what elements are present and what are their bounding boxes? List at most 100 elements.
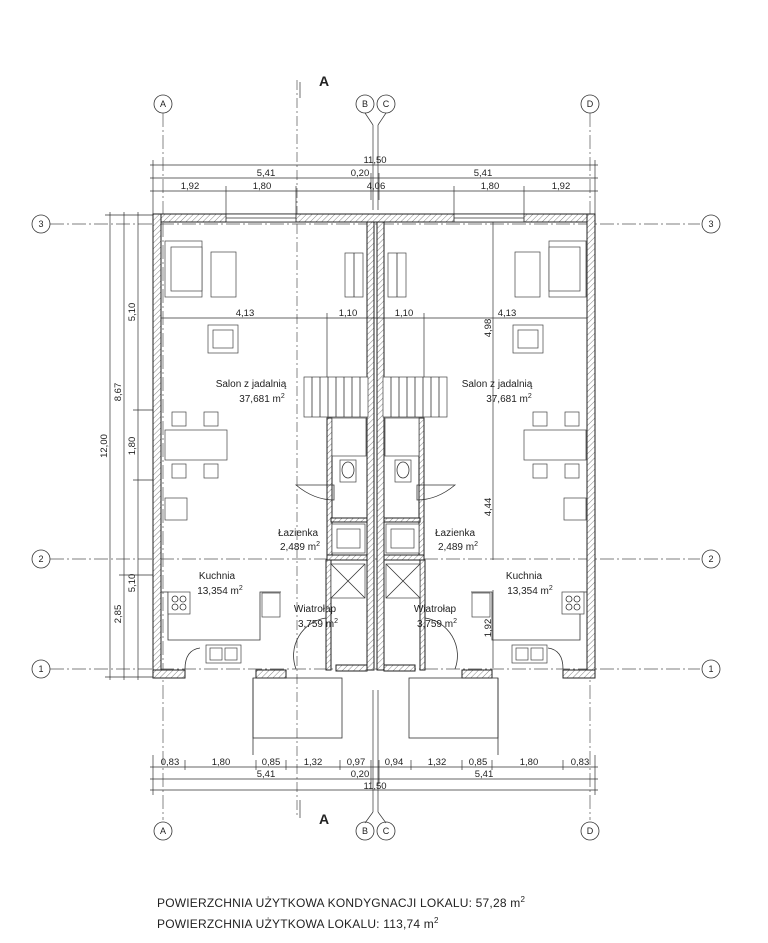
dim-seg: 1,92 xyxy=(181,181,200,192)
dim-middle-bottom: 0,20 xyxy=(351,769,370,780)
axis-label: C xyxy=(383,826,390,836)
axis-bubble-A-top: A xyxy=(153,94,173,114)
dim-inner: 4,13 xyxy=(236,308,255,319)
axis-bubble-3-left: 3 xyxy=(31,214,51,234)
dim-seg-bottom: 1,32 xyxy=(304,757,323,768)
dim-seg-bottom: 0,94 xyxy=(385,757,404,768)
dim-seg: 1,80 xyxy=(253,181,272,192)
axis-bubble-A-bottom: A xyxy=(153,821,173,841)
axis-bubble-B-top: B xyxy=(355,94,375,114)
dim-seg-bottom: 1,80 xyxy=(212,757,231,768)
axis-bubble-1-left: 1 xyxy=(31,659,51,679)
axis-label: 1 xyxy=(708,664,713,674)
axis-label: 2 xyxy=(708,554,713,564)
axis-label: B xyxy=(362,99,368,109)
dim-seg-bottom: 1,80 xyxy=(520,757,539,768)
room-name: Łazienka xyxy=(435,528,475,539)
room-label-left-bath: Łazienka 2,489 m2 xyxy=(278,528,320,553)
dim-seg-bottom: 0,83 xyxy=(161,757,180,768)
axis-bubble-2-left: 2 xyxy=(31,549,51,569)
room-label-left-kitchen: Kuchnia 13,354 m2 xyxy=(197,571,243,597)
dim-half-right-top: 5,41 xyxy=(474,168,493,179)
room-area: 13,354 m2 xyxy=(507,585,553,597)
dim-middle-top: 0,20 xyxy=(351,168,370,179)
axis-label: D xyxy=(587,826,594,836)
dim-seg-left: 5,10 xyxy=(127,303,138,322)
axis-label: A xyxy=(160,826,166,836)
entrance-canopy xyxy=(184,617,564,755)
section-mark-bottom: A xyxy=(319,811,329,827)
room-area: 37,681 m2 xyxy=(486,393,532,405)
room-name: Kuchnia xyxy=(506,571,543,582)
room-name: Salon z jadalnią xyxy=(462,379,533,390)
axis-label: 2 xyxy=(38,554,43,564)
usable-area-total: POWIERZCHNIA UŻYTKOWA LOKALU: 113,74 m2 xyxy=(157,916,439,931)
dim-mid-left: 8,67 xyxy=(113,383,124,402)
room-area: 3,759 m2 xyxy=(298,618,338,630)
room-label-left-vestibule: Wiatrołap 3,759 m2 xyxy=(294,604,338,630)
axis-label: C xyxy=(383,99,390,109)
axis-bubble-C-bottom: C xyxy=(376,821,396,841)
inner-dimensions: 4,13 1,10 1,10 4,13 4,98 4,44 1,92 xyxy=(161,222,587,668)
axis-bubble-3-right: 3 xyxy=(701,214,721,234)
axis-bubble-D-top: D xyxy=(580,94,600,114)
dim-inner: 1,10 xyxy=(339,308,358,319)
furniture-right xyxy=(382,240,587,664)
usable-area-floor: POWIERZCHNIA UŻYTKOWA KONDYGNACJI LOKALU… xyxy=(157,895,526,910)
dim-inner: 4,13 xyxy=(498,308,517,319)
room-name: Kuchnia xyxy=(199,571,236,582)
room-area: 2,489 m2 xyxy=(438,541,478,553)
furniture-left xyxy=(161,240,369,664)
room-name: Salon z jadalnią xyxy=(216,379,287,390)
left-dimension-chains: 12,00 8,67 5,10 1,80 5,10 2,85 xyxy=(99,212,153,680)
room-label-right-kitchen: Kuchnia 13,354 m2 xyxy=(506,571,553,597)
section-mark-top: A xyxy=(319,73,329,89)
dim-inner: 4,98 xyxy=(483,319,494,338)
axis-label: 3 xyxy=(38,219,43,229)
room-name: Wiatrołap xyxy=(414,604,457,615)
dim-seg-bottom: 0,85 xyxy=(262,757,281,768)
room-area: 13,354 m2 xyxy=(197,585,243,597)
dim-seg-left: 2,85 xyxy=(113,605,124,624)
dim-overall-bottom: 11,50 xyxy=(363,781,386,792)
dim-seg: 1,80 xyxy=(481,181,500,192)
dim-seg: 4,06 xyxy=(367,181,386,192)
axis-bubble-2-right: 2 xyxy=(701,549,721,569)
dim-seg: 1,92 xyxy=(552,181,571,192)
axis-label: 1 xyxy=(38,664,43,674)
axis-bubble-C-top: C xyxy=(376,94,396,114)
dim-inner: 4,44 xyxy=(483,498,494,517)
dim-seg-bottom: 0,97 xyxy=(347,757,366,768)
dim-seg-bottom: 0,83 xyxy=(571,757,590,768)
dim-seg-bottom: 1,32 xyxy=(428,757,447,768)
axis-label: B xyxy=(362,826,368,836)
axis-label: A xyxy=(160,99,166,109)
room-area: 37,681 m2 xyxy=(239,393,285,405)
axis-label: D xyxy=(587,99,594,109)
axis-bubble-1-right: 1 xyxy=(701,659,721,679)
dim-half-left-bottom: 5,41 xyxy=(257,769,276,780)
dim-overall-left: 12,00 xyxy=(99,434,110,458)
dim-half-left-top: 5,41 xyxy=(257,168,276,179)
dim-overall-top: 11,50 xyxy=(363,155,386,166)
axis-label: 3 xyxy=(708,219,713,229)
dim-seg-left: 1,80 xyxy=(127,437,138,456)
dim-seg-left: 5,10 xyxy=(127,574,138,593)
dim-inner: 1,10 xyxy=(395,308,414,319)
bottom-dimension-chains: 0,83 1,80 0,85 1,32 0,97 0,94 1,32 0,85 … xyxy=(150,755,598,795)
dim-seg-bottom: 0,85 xyxy=(469,757,488,768)
dim-half-right-bottom: 5,41 xyxy=(475,769,494,780)
room-area: 2,489 m2 xyxy=(280,541,320,553)
top-dimension-chains: 11,50 5,41 0,20 5,41 1,92 1,80 4,06 1,80… xyxy=(150,155,598,218)
room-label-right-vestibule: Wiatrołap 3,759 m2 xyxy=(414,604,457,630)
room-label-right-bath: Łazienka 2,489 m2 xyxy=(435,528,478,553)
room-name: Wiatrołap xyxy=(294,604,337,615)
room-area: 3,759 m2 xyxy=(417,618,457,630)
room-name: Łazienka xyxy=(278,528,318,539)
room-label-left-living: Salon z jadalnią 37,681 m2 xyxy=(216,379,287,405)
dim-inner: 1,92 xyxy=(483,619,494,638)
room-label-right-living: Salon z jadalnią 37,681 m2 xyxy=(462,379,533,405)
axis-bubble-B-bottom: B xyxy=(355,821,375,841)
building-walls xyxy=(152,213,596,679)
